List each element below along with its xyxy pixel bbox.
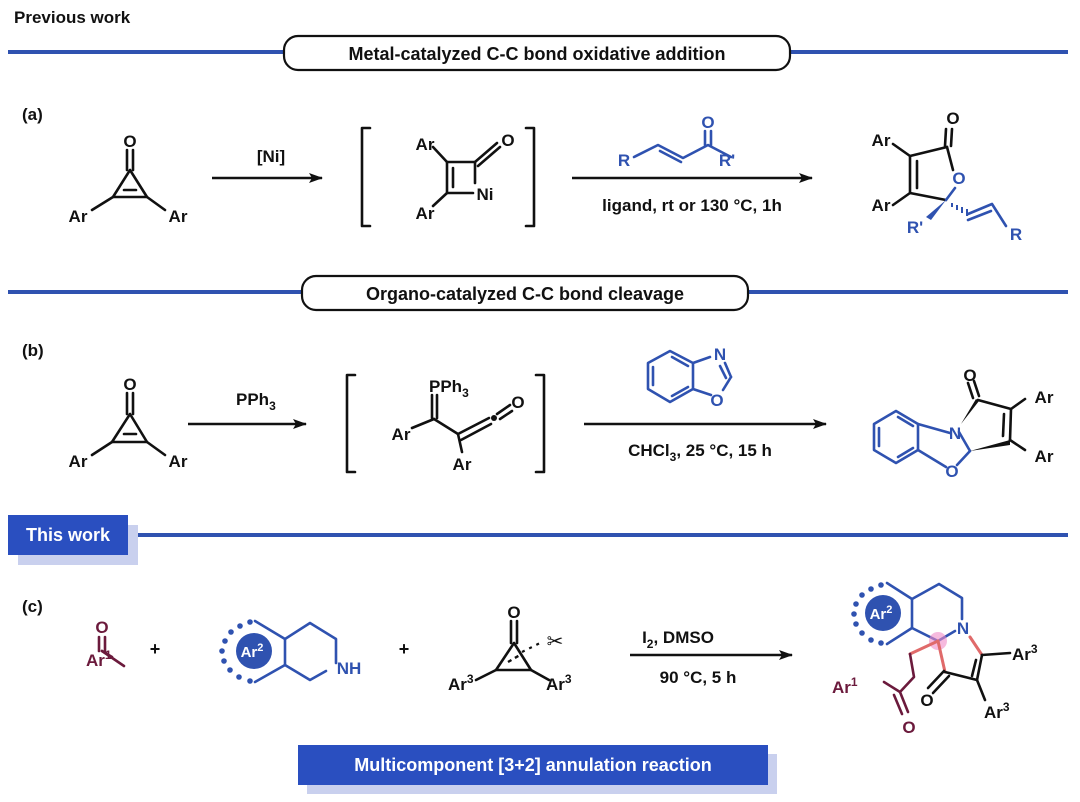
reagent-pph3: PPh3 (236, 390, 276, 413)
svg-text:O: O (501, 131, 514, 150)
svg-text:Ar: Ar (1035, 447, 1054, 466)
tetrahydroisoquinoline: Ar2 NH (219, 619, 361, 684)
section-b-banner: Organo-catalyzed C-C bond cleavage (8, 274, 1068, 312)
svg-text:O: O (511, 393, 524, 412)
svg-text:Ar: Ar (169, 452, 188, 471)
diaryl-cyclopropenone: O ✂ Ar3 Ar3 (448, 603, 572, 694)
svg-text:O: O (946, 109, 959, 128)
svg-text:R: R (618, 151, 630, 170)
svg-text:Ar3: Ar3 (1012, 642, 1038, 664)
cyclopropenone-a: O Ar Ar (69, 132, 188, 226)
aryl-methyl-ketone: O Ar1 (86, 618, 126, 670)
svg-text:N: N (957, 619, 969, 638)
annulation-banner: Multicomponent [3+2] annulation reaction (298, 745, 777, 794)
svg-text:O: O (701, 113, 714, 132)
svg-text:O: O (920, 691, 933, 710)
reagent-i2-dmso: I2, DMSO (642, 628, 714, 651)
svg-text:Ar: Ar (69, 207, 88, 226)
previous-work-heading: Previous work (14, 8, 131, 27)
conditions-a: ligand, rt or 130 °C, 1h (602, 196, 782, 215)
svg-text:O: O (945, 462, 958, 481)
svg-text:Ar: Ar (416, 204, 435, 223)
label-a: (a) (22, 105, 43, 124)
svg-text:R: R (1010, 225, 1022, 244)
pyrrolobenzoxazole-product: N O O Ar Ar (872, 366, 1054, 481)
svg-text:Ar: Ar (392, 425, 411, 444)
section-a-banner: Metal-catalyzed C-C bond oxidative addit… (8, 34, 1068, 72)
svg-text:Ar3: Ar3 (984, 700, 1010, 722)
plus-sign: + (399, 639, 410, 659)
this-work-banner: This work (8, 515, 1068, 565)
svg-text:Ar3: Ar3 (448, 672, 474, 694)
svg-text:N: N (949, 424, 961, 443)
svg-text:O: O (963, 366, 976, 385)
svg-text:Ar2: Ar2 (870, 604, 893, 623)
svg-text:Ar2: Ar2 (241, 642, 264, 661)
svg-text:O: O (902, 718, 915, 737)
svg-text:O: O (95, 618, 108, 637)
svg-text:R': R' (907, 218, 923, 237)
label-b: (b) (22, 341, 44, 360)
scissors-icon: ✂ (547, 631, 564, 653)
svg-text:Ar: Ar (416, 135, 435, 154)
svg-text:Ar: Ar (1035, 388, 1054, 407)
pph3-label: PPh3 (429, 377, 469, 400)
svg-text:Ar1: Ar1 (832, 675, 858, 697)
svg-text:N: N (714, 345, 726, 364)
conditions-c: 90 °C, 5 h (660, 668, 737, 687)
ylide-ketene-intermediate: PPh3 Ar Ar O (345, 373, 546, 474)
svg-text:O: O (710, 391, 723, 410)
svg-text:O: O (123, 375, 136, 394)
label-c: (c) (22, 597, 43, 616)
reagent-ni: [Ni] (257, 147, 285, 166)
annulation-banner-text: Multicomponent [3+2] annulation reaction (354, 755, 712, 775)
enone-reagent: R O R' (618, 113, 735, 170)
banner-b-text: Organo-catalyzed C-C bond cleavage (366, 284, 684, 304)
this-work-heading: This work (26, 525, 111, 545)
svg-text:O: O (123, 132, 136, 151)
conditions-b: CHCl3, 25 °C, 15 h (628, 441, 772, 464)
svg-text:Ar: Ar (453, 455, 472, 474)
svg-text:O: O (952, 169, 965, 188)
svg-text:Ar: Ar (169, 207, 188, 226)
nickelacyclobutenone-intermediate: Ar Ar O Ni (360, 126, 536, 228)
plus-sign: + (150, 639, 161, 659)
svg-text:Ar3: Ar3 (546, 672, 572, 694)
svg-text:Ar: Ar (872, 131, 891, 150)
svg-text:Ar: Ar (872, 196, 891, 215)
benzoxazole-reagent: N O (646, 345, 733, 410)
butenolide-product: Ar Ar O O R' R (872, 109, 1023, 244)
spiro-pyrrolone-product: Ar2 N Ar1 O O Ar3 Ar3 (832, 581, 1038, 737)
svg-text:Ar: Ar (69, 452, 88, 471)
banner-a-text: Metal-catalyzed C-C bond oxidative addit… (348, 44, 725, 64)
cyclopropenone-b: O Ar Ar (69, 375, 188, 471)
svg-text:NH: NH (337, 659, 362, 678)
svg-text:O: O (507, 603, 520, 622)
svg-text:Ni: Ni (477, 185, 494, 204)
